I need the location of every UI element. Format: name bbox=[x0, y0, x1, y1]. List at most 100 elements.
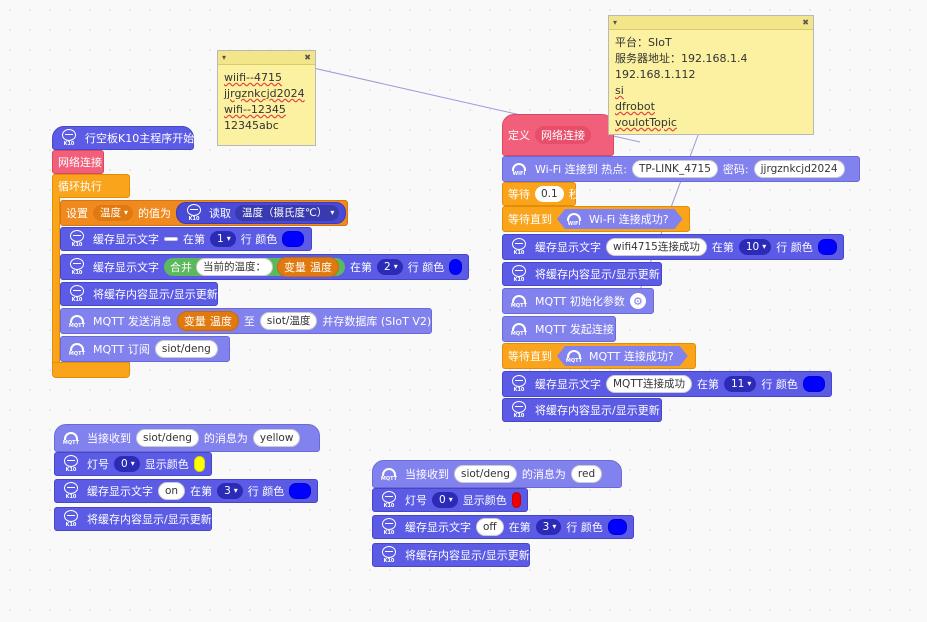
refresh-display-block-mqtt[interactable]: K10 将缓存内容显示/显示更新 bbox=[502, 398, 662, 422]
cache-text-label: 缓存显示文字 bbox=[93, 233, 159, 246]
variable-reporter[interactable]: 变量 温度 bbox=[277, 257, 339, 277]
read-sensor-block[interactable]: K10 读取 温度（摄氏度℃） bbox=[176, 202, 347, 224]
cache-text-label: 缓存显示文字 bbox=[535, 241, 601, 254]
note-body[interactable]: 平台：SIoT 服务器地址：192.168.1.4 192.168.1.112 … bbox=[609, 30, 813, 136]
refresh-display-block[interactable]: K10 将缓存内容显示/显示更新 bbox=[60, 282, 218, 306]
color-swatch[interactable] bbox=[817, 239, 837, 255]
refresh-display-block-yellow[interactable]: K10 将缓存内容显示/显示更新 bbox=[54, 507, 212, 531]
mqtt-subscribe-block[interactable]: MQTT MQTT 订阅 siot/deng bbox=[60, 336, 230, 362]
mqtt-receive-yellow-hat[interactable]: MQTT 当接收到 siot/deng 的消息为 yellow bbox=[54, 424, 320, 452]
message-input[interactable]: yellow bbox=[252, 429, 301, 447]
line-dropdown[interactable]: 3 bbox=[535, 519, 562, 535]
color-swatch[interactable] bbox=[193, 456, 205, 472]
wifi-connect-block[interactable]: WIFI Wi-Fi 连接到 热点: TP-LINK_4715 密码: jjrg… bbox=[502, 156, 860, 182]
text-input[interactable]: off bbox=[476, 518, 504, 536]
k10-board-icon: K10 bbox=[66, 257, 88, 277]
refresh-display-block-wifi[interactable]: K10 将缓存内容显示/显示更新 bbox=[502, 262, 662, 286]
note-wifi-credentials[interactable]: ▾ ✖ wiifi--4715 jjrgznkcjd2024 wifi--123… bbox=[217, 50, 316, 146]
wifi-connected-condition[interactable]: WIFI Wi-Fi 连接成功? bbox=[557, 209, 683, 229]
text-input[interactable] bbox=[164, 237, 178, 241]
color-swatch[interactable] bbox=[802, 376, 825, 392]
sensor-dropdown[interactable]: 温度（摄氏度℃） bbox=[235, 205, 340, 221]
line-dropdown[interactable]: 2 bbox=[377, 259, 403, 275]
cache-text-block-wifi[interactable]: K10 缓存显示文字 wifi4715连接成功 在第 10 行 颜色 bbox=[502, 234, 844, 260]
cache-text-block-mqtt[interactable]: K10 缓存显示文字 MQTT连接成功 在第 11 行 颜色 bbox=[502, 371, 832, 397]
mqtt-receive-red-hat[interactable]: MQTT 当接收到 siot/deng 的消息为 red bbox=[372, 460, 622, 488]
topic-input[interactable]: siot/deng bbox=[454, 465, 517, 483]
led-number-dropdown[interactable]: 0 bbox=[114, 456, 140, 472]
read-label: 读取 bbox=[209, 207, 232, 220]
k10-board-icon: K10 bbox=[183, 203, 205, 223]
password-input[interactable]: jjrgznkcjd2024 bbox=[753, 160, 845, 178]
led-color-block-red[interactable]: K10 灯号 0 显示颜色 bbox=[372, 488, 528, 512]
save-db-label: 并存数据库 (SIoT V2) bbox=[322, 315, 432, 328]
cache-text-block-yellow[interactable]: K10 缓存显示文字 on 在第 3 行 颜色 bbox=[54, 479, 318, 503]
collapse-icon[interactable]: ▾ bbox=[222, 53, 227, 62]
wait-label: 等待 bbox=[508, 188, 530, 201]
wait-until-mqtt-block[interactable]: 等待直到 MQTT MQTT 连接成功? bbox=[502, 343, 696, 369]
gear-icon[interactable]: ⚙ bbox=[629, 293, 646, 309]
message-input[interactable]: red bbox=[570, 465, 603, 483]
led-color-block-yellow[interactable]: K10 灯号 0 显示颜色 bbox=[54, 452, 212, 476]
led-number-dropdown[interactable]: 0 bbox=[432, 492, 458, 508]
mqtt-init-block[interactable]: MQTT MQTT 初始化参数 ⚙ bbox=[502, 288, 654, 314]
note-body[interactable]: wiifi--4715 jjrgznkcjd2024 wifi--12345 1… bbox=[218, 65, 315, 139]
color-swatch[interactable] bbox=[511, 492, 521, 508]
color-swatch[interactable] bbox=[449, 259, 462, 275]
topic-input[interactable]: siot/deng bbox=[154, 340, 218, 358]
cache-text-label: 缓存显示文字 bbox=[93, 261, 159, 274]
mqtt-publish-block[interactable]: MQTT MQTT 发送消息 变量 温度 至 siot/温度 并存数据库 (SI… bbox=[60, 308, 432, 334]
wait-until-wifi-block[interactable]: 等待直到 WIFI Wi-Fi 连接成功? bbox=[502, 206, 690, 232]
line-dropdown[interactable]: 10 bbox=[738, 239, 772, 255]
text-input[interactable]: 当前的温度： bbox=[196, 258, 273, 276]
note-titlebar[interactable]: ▾ ✖ bbox=[218, 51, 315, 65]
close-icon[interactable]: ✖ bbox=[304, 53, 311, 62]
row-color-label: 行 颜色 bbox=[240, 233, 278, 246]
define-network-connect-block[interactable]: 定义 网络连接 bbox=[502, 114, 614, 156]
color-swatch[interactable] bbox=[282, 231, 305, 247]
line-dropdown[interactable]: 3 bbox=[217, 483, 243, 499]
main-start-label: 行空板K10主程序开始 bbox=[85, 132, 195, 145]
topic-input[interactable]: siot/deng bbox=[136, 429, 199, 447]
color-swatch[interactable] bbox=[289, 483, 311, 499]
call-network-connect-block[interactable]: 网络连接 bbox=[52, 150, 104, 174]
mqtt-connect-block[interactable]: MQTT MQTT 发起连接 bbox=[502, 316, 616, 342]
variable-reporter[interactable]: 变量 温度 bbox=[176, 311, 239, 331]
text-input[interactable]: on bbox=[158, 482, 186, 500]
note-line: wifi--12345 bbox=[224, 103, 286, 116]
call-network-connect-label: 网络连接 bbox=[58, 156, 102, 169]
wait-seconds-block[interactable]: 等待 0.1 秒 bbox=[502, 182, 580, 206]
collapse-icon[interactable]: ▾ bbox=[613, 18, 618, 27]
note-line: 12345abc bbox=[224, 119, 279, 132]
show-color-label: 显示颜色 bbox=[144, 458, 189, 471]
at-label: 在第 bbox=[508, 521, 531, 534]
text-input[interactable]: MQTT连接成功 bbox=[606, 375, 692, 393]
function-name[interactable]: 网络连接 bbox=[535, 126, 591, 144]
refresh-label: 将缓存内容显示/显示更新 bbox=[87, 513, 212, 526]
wait-seconds-input[interactable]: 0.1 bbox=[535, 186, 564, 202]
k10-board-icon: K10 bbox=[508, 237, 530, 257]
set-variable-block[interactable]: 设置 温度 的值为 K10 读取 温度（摄氏度℃） bbox=[60, 200, 348, 226]
join-block[interactable]: 合并 当前的温度： 变量 温度 bbox=[164, 257, 345, 277]
line-dropdown[interactable]: 11 bbox=[723, 376, 757, 392]
mqtt-connected-condition[interactable]: MQTT MQTT 连接成功? bbox=[557, 346, 688, 366]
seconds-label: 秒 bbox=[568, 188, 580, 201]
text-input[interactable]: wifi4715连接成功 bbox=[606, 238, 707, 256]
mqtt-publish-label: MQTT 发送消息 bbox=[93, 315, 172, 328]
note-titlebar[interactable]: ▾ ✖ bbox=[609, 16, 813, 30]
receive-label: 当接收到 bbox=[87, 432, 131, 445]
cache-text-block-2[interactable]: K10 缓存显示文字 合并 当前的温度： 变量 温度 在第 2 行 颜色 bbox=[60, 254, 469, 280]
color-swatch[interactable] bbox=[607, 519, 627, 535]
cache-text-block-red[interactable]: K10 缓存显示文字 off 在第 3 行 颜色 bbox=[372, 515, 634, 539]
ssid-input[interactable]: TP-LINK_4715 bbox=[631, 160, 718, 178]
topic-input[interactable]: siot/温度 bbox=[259, 312, 318, 330]
close-icon[interactable]: ✖ bbox=[802, 18, 809, 27]
note-siot-settings[interactable]: ▾ ✖ 平台：SIoT 服务器地址：192.168.1.4 192.168.1.… bbox=[608, 15, 814, 135]
loop-block[interactable]: 循环执行 bbox=[52, 174, 130, 198]
cache-text-block-1[interactable]: K10 缓存显示文字 在第 1 行 颜色 bbox=[60, 227, 312, 251]
refresh-display-block-red[interactable]: K10 将缓存内容显示/显示更新 bbox=[372, 543, 530, 567]
line-dropdown[interactable]: 1 bbox=[210, 231, 236, 247]
at-label: 在第 bbox=[711, 241, 734, 254]
main-start-block[interactable]: K10 行空板K10主程序开始 bbox=[52, 126, 194, 150]
variable-dropdown[interactable]: 温度 bbox=[93, 205, 134, 221]
